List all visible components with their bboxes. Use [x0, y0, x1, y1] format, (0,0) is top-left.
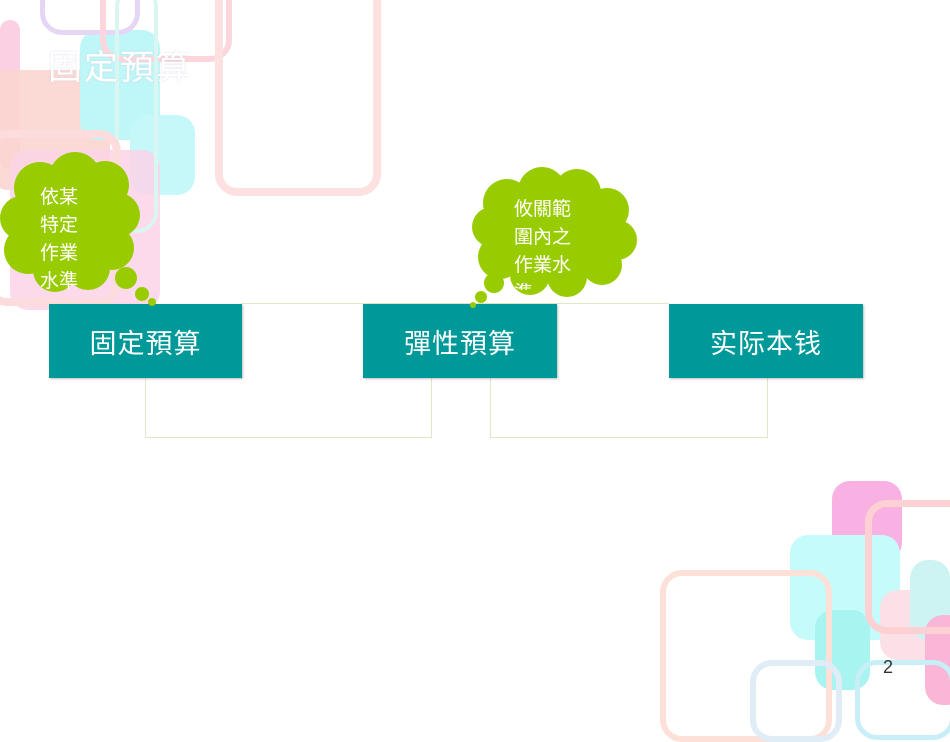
deco-frame	[115, 0, 158, 233]
callout-line: 作業水	[514, 254, 572, 276]
deco-frame	[865, 500, 950, 634]
callout-line: 特定	[40, 214, 79, 236]
callout-flexible-text: 攸關範 圍內之 作業水 準	[514, 195, 589, 290]
connector-top	[241, 303, 669, 304]
page-number: 2	[882, 657, 893, 677]
cloud-callout-fixed	[0, 152, 156, 306]
deco-frame	[100, 0, 232, 62]
callout-fixed-text: 依某 特定 作業 水準	[40, 183, 90, 295]
fixed-budget-box: 固定預算	[49, 304, 242, 378]
flexible-budget-box: 彈性預算	[363, 304, 557, 378]
connector-left-bracket	[145, 378, 432, 438]
connector-right-bracket	[490, 378, 768, 438]
slide-title: 固定預算	[48, 48, 192, 88]
callout-line: 依某	[40, 186, 79, 208]
callout-line: 攸關範	[514, 198, 572, 220]
actual-cost-box: 实际本钱	[669, 304, 863, 378]
callout-line: 準	[514, 279, 589, 290]
deco-frame	[215, 0, 381, 196]
callout-line: 作業	[40, 242, 79, 264]
deco-frame	[750, 660, 842, 742]
callout-line: 圍內之	[514, 226, 572, 248]
cloud-callout-flexible	[470, 167, 637, 308]
deco-frame	[855, 660, 950, 740]
callout-line: 水準	[40, 270, 79, 292]
deco-frame	[40, 0, 140, 35]
